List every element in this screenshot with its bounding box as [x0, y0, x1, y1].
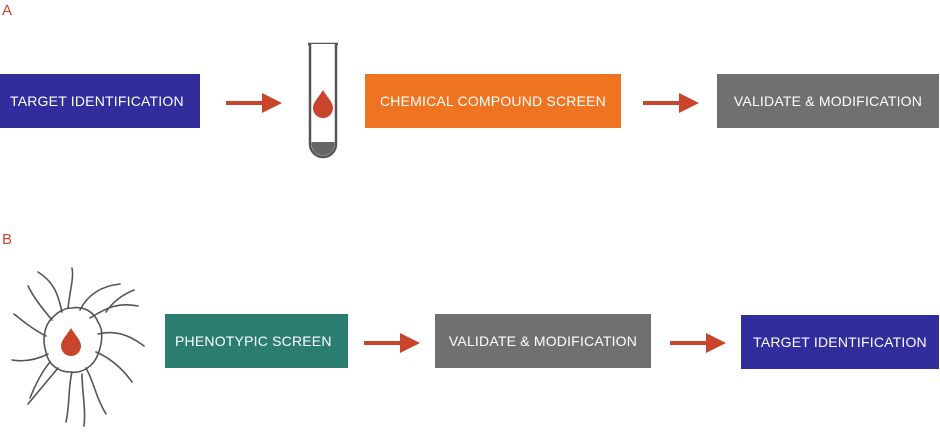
panel-b-arrow-1 — [364, 333, 420, 353]
step-label: TARGET IDENTIFICATION — [753, 334, 927, 350]
step-label: PHENOTYPIC SCREEN — [175, 333, 332, 349]
panel-b-step-phenotypic-screen: PHENOTYPIC SCREEN — [165, 314, 348, 368]
panel-b-step-target-identification: TARGET IDENTIFICATION — [741, 315, 939, 369]
step-label: VALIDATE & MODIFICATION — [448, 333, 638, 349]
cell-with-droplet-icon — [11, 267, 145, 427]
panel-a-step-chemical-compound-screen: CHEMICAL COMPOUND SCREEN — [365, 74, 621, 128]
step-label: TARGET IDENTIFICATION — [10, 93, 184, 109]
step-label: CHEMICAL COMPOUND SCREEN — [380, 93, 606, 109]
panel-a-step-validate-modification: VALIDATE & MODIFICATION — [717, 74, 939, 128]
panel-a-step-target-identification: TARGET IDENTIFICATION — [0, 74, 200, 128]
step-label: VALIDATE & MODIFICATION — [733, 93, 923, 109]
panel-a-arrow-1 — [226, 93, 282, 113]
panel-a-arrow-2 — [643, 93, 699, 113]
test-tube-with-droplet-icon — [308, 42, 338, 159]
panel-a-label: A — [2, 2, 13, 19]
panel-b-step-validate-modification: VALIDATE & MODIFICATION — [435, 314, 651, 368]
panel-b-label: B — [2, 231, 13, 248]
panel-b-arrow-2 — [670, 333, 726, 353]
